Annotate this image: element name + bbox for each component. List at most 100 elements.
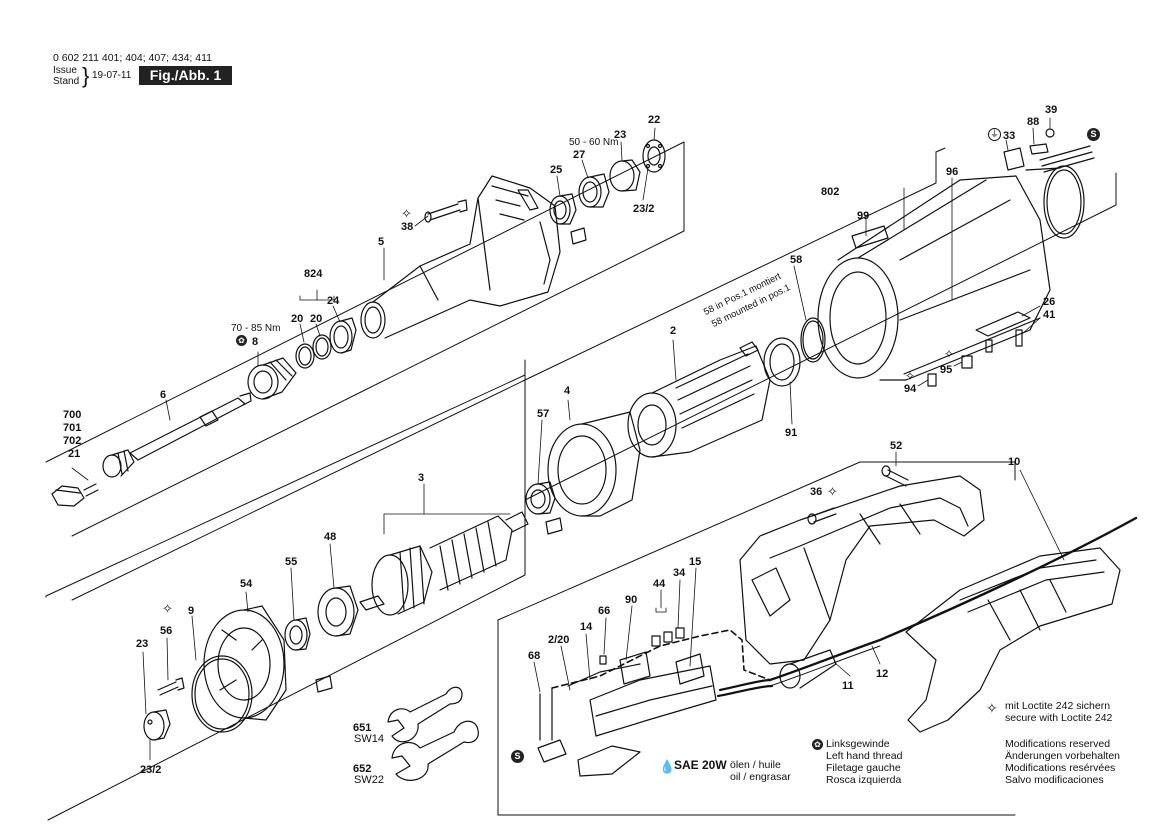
part-label-10: 10 [1008, 456, 1021, 468]
part-label-23-2b: 23/2 [140, 764, 162, 776]
part-label-701: 701 [63, 422, 82, 434]
leader-lines [71, 117, 1065, 761]
legend-mod-es: Salvo modificaciones [1005, 774, 1104, 786]
part-label-27: 27 [573, 149, 586, 161]
part-label-48: 48 [324, 531, 337, 543]
legend-left-de: Linksgewinde [826, 738, 890, 750]
oil-drop-icon: 💧 [659, 759, 676, 774]
issue-label: Issue [53, 65, 77, 76]
screws-52-36 [807, 465, 909, 525]
bearing-48 [317, 585, 359, 637]
part-label-22: 22 [648, 114, 661, 126]
left-thread-icon: ✿ [236, 335, 247, 346]
loctite-star-icon: ✧ [905, 369, 916, 383]
issue-date: 19-07-11 [92, 70, 132, 81]
torque-note-top: 50 - 60 Nm [569, 137, 619, 148]
legend-loctite-en: secure with Loctite 242 [1005, 712, 1113, 724]
loctite-star-icon: ✧ [162, 601, 173, 616]
part-label-39: 39 [1045, 104, 1058, 116]
rings-20-24 [295, 317, 357, 369]
air-guide-4 [547, 411, 641, 517]
part-label-38: 38 [401, 221, 414, 233]
front-housing-5 [360, 175, 561, 339]
legend-loctite-de: mit Loctite 242 sichern [1005, 700, 1111, 712]
part-label-94: 94 [904, 383, 917, 395]
part-label-23b: 23 [136, 638, 149, 650]
bearing-57 [525, 481, 563, 535]
loctite-star-icon: ✧ [401, 206, 412, 221]
part-label-66: 66 [598, 605, 611, 617]
bearing-group-top [549, 139, 666, 245]
part-label-5: 5 [378, 236, 385, 248]
part-label-8: 8 [252, 336, 259, 348]
part-label-26: 26 [1043, 296, 1056, 308]
part-label-24: 24 [327, 295, 340, 307]
part-label-68: 68 [528, 650, 541, 662]
s-badge-bottom: S [511, 750, 524, 763]
clamp-group [1003, 128, 1095, 239]
part-label-58: 58 [790, 254, 803, 266]
part-label-55: 55 [285, 556, 298, 568]
part-label-6: 6 [160, 389, 167, 401]
part-label-36: 36 [810, 486, 823, 498]
ring-91 [763, 337, 801, 387]
lower-small-parts [143, 677, 185, 741]
legend-mod-de: Änderungen vorbehalten [1005, 750, 1121, 762]
part-label-56: 56 [160, 625, 173, 637]
screw-38 [424, 199, 468, 223]
part-label-12: 12 [876, 668, 889, 680]
handle-housing-10 [739, 475, 985, 665]
legend-oil-en-es: oil / engrasar [730, 771, 791, 783]
part-label-15: 15 [689, 556, 702, 568]
part-numbers: 0 602 211 401; 404; 407; 434; 411 [53, 52, 213, 64]
part-label-52: 52 [890, 440, 903, 452]
wrench-size-22: SW22 [354, 774, 384, 786]
part-label-44: 44 [653, 578, 666, 590]
armature-3 [359, 511, 529, 616]
loctite-star-icon: ✧ [827, 484, 838, 499]
part-label-34: 34 [673, 567, 686, 579]
wrench-size-14: SW14 [354, 733, 384, 745]
part-label-2: 2 [670, 325, 677, 337]
part-label-651: 651 [353, 722, 372, 734]
loctite-star-icon: ✧ [986, 700, 998, 716]
part-label-652: 652 [353, 763, 372, 775]
part-label-802: 802 [821, 186, 840, 198]
legend-left-en: Left hand thread [826, 750, 903, 762]
part-label-2-20: 2/20 [548, 634, 570, 646]
legend-oil-de-fr: ölen / huile [730, 759, 781, 771]
part-label-11: 11 [842, 680, 854, 692]
collet-chuck [51, 392, 252, 507]
part-label-41: 41 [1043, 309, 1056, 321]
oring-9 [191, 655, 253, 733]
stand-label: Stand [53, 76, 80, 87]
part-label-90: 90 [625, 594, 638, 606]
part-label-23-2a: 23/2 [633, 203, 655, 215]
part-label-14: 14 [580, 621, 593, 633]
part-label-33: 33 [1003, 130, 1016, 142]
loctite-star-icon: ✧ [944, 347, 955, 361]
ground-icon: ⏚ [988, 128, 1001, 141]
bearing-55 [284, 617, 333, 693]
part-label-700: 700 [63, 409, 82, 421]
s-badge-top: S [1087, 128, 1100, 141]
part-label-3: 3 [418, 472, 425, 484]
switch-assembly [537, 627, 774, 777]
wrenches [387, 686, 479, 781]
part-label-88: 88 [1027, 116, 1040, 128]
part-label-99: 99 [857, 210, 870, 222]
legend-left-es: Rosca izquierda [826, 774, 902, 786]
part-label-57: 57 [537, 408, 550, 420]
legend-left-fr: Filetage gauche [826, 762, 901, 774]
plate-26-group [927, 311, 1031, 387]
figure-label: Fig./Abb. 1 [139, 66, 232, 85]
assembly-frame-lines [45, 141, 1117, 821]
legend-oil-grade: SAE 20W [674, 758, 727, 772]
left-thread-icon: ✿ [812, 739, 823, 750]
legend-mod-fr: Modifications resérvées [1005, 762, 1116, 774]
torque-note-8: 70 - 85 Nm [231, 323, 281, 334]
cable-11 [768, 516, 1138, 689]
oring-58 [800, 317, 826, 363]
